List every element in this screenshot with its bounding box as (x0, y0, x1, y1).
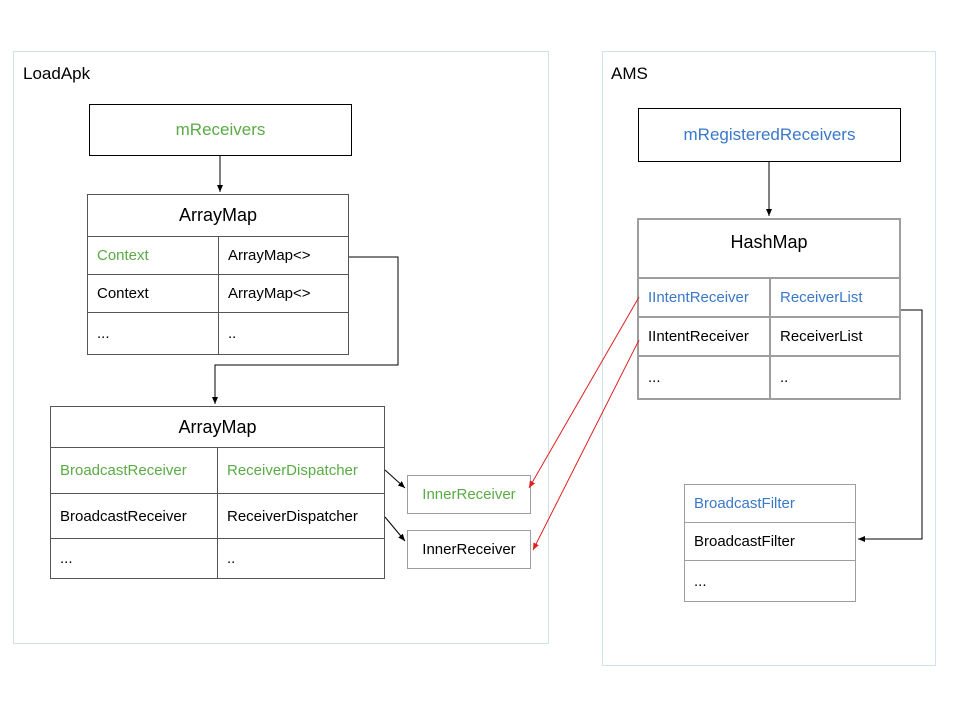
arraymap-receiver-table: ArrayMap BroadcastReceiver ReceiverDispa… (50, 406, 385, 579)
table-row: BroadcastReceiver ReceiverDispatcher (50, 493, 385, 539)
arraymap-receiver-key: BroadcastReceiver (50, 493, 218, 539)
loadapk-title: LoadApk (23, 64, 91, 83)
list-item: BroadcastFilter (684, 522, 856, 561)
mregistered-receivers-box: mRegisteredReceivers (638, 108, 901, 162)
hashmap-value: ReceiverList (769, 316, 901, 357)
table-row: ... .. (50, 538, 385, 579)
inner-receiver-box: InnerReceiver (407, 530, 531, 569)
ams-title: AMS (611, 64, 648, 83)
arraymap-context-value: .. (218, 312, 349, 355)
table-row: Context ArrayMap<> (87, 274, 349, 313)
arraymap-context-table: ArrayMap Context ArrayMap<> Context Arra… (87, 194, 349, 355)
arraymap-receiver-value: ReceiverDispatcher (217, 493, 385, 539)
table-row: Context ArrayMap<> (87, 236, 349, 275)
list-item: ... (685, 561, 856, 602)
hashmap-key: ... (637, 355, 771, 400)
broadcast-filter-item: BroadcastFilter (684, 484, 856, 523)
hashmap-value: ReceiverList (769, 277, 901, 318)
inner-receiver-box: InnerReceiver (407, 475, 531, 514)
hashmap-key: IIntentReceiver (637, 316, 771, 357)
table-row: IIntentReceiver ReceiverList (637, 277, 901, 318)
hashmap-table: HashMap IIntentReceiver ReceiverList IIn… (637, 218, 901, 400)
table-row: ... .. (637, 355, 901, 400)
table-row: ... .. (87, 312, 349, 355)
arraymap-context-value: ArrayMap<> (218, 274, 349, 313)
hashmap-key: IIntentReceiver (637, 277, 771, 318)
arraymap-context-key: Context (87, 236, 219, 275)
arraymap-receiver-value: .. (217, 538, 385, 579)
arraymap-receiver-header: ArrayMap (50, 406, 385, 448)
broadcast-filter-item: ... (694, 572, 707, 590)
broadcast-filter-item: BroadcastFilter (684, 522, 856, 561)
arraymap-context-key: ... (87, 312, 219, 355)
table-row: BroadcastReceiver ReceiverDispatcher (50, 447, 385, 494)
arraymap-receiver-value: ReceiverDispatcher (217, 447, 385, 494)
arraymap-context-value: ArrayMap<> (218, 236, 349, 275)
hashmap-header: HashMap (637, 218, 901, 279)
table-row: IIntentReceiver ReceiverList (637, 316, 901, 357)
arraymap-receiver-key: ... (50, 538, 218, 579)
arraymap-context-header: ArrayMap (87, 194, 349, 237)
hashmap-value: .. (769, 355, 901, 400)
mreceivers-box: mReceivers (89, 104, 352, 156)
broadcast-filter-list: BroadcastFilter BroadcastFilter ... (684, 484, 856, 602)
arraymap-context-key: Context (87, 274, 219, 313)
arraymap-receiver-key: BroadcastReceiver (50, 447, 218, 494)
list-item: BroadcastFilter (684, 484, 856, 523)
